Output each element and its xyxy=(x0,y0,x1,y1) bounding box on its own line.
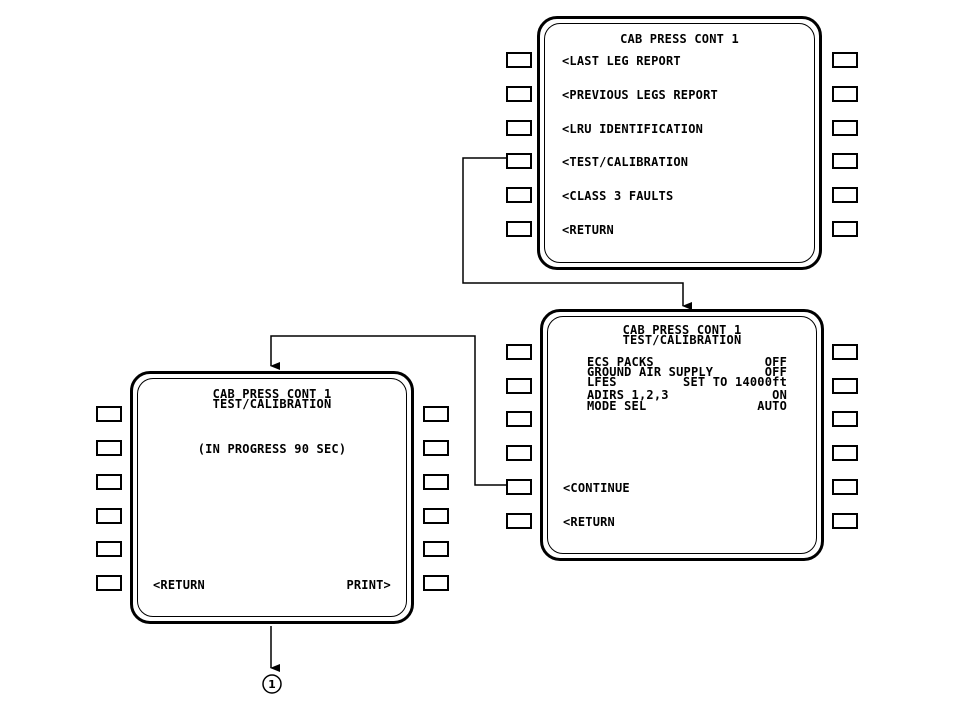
menu-item-lru-identification[interactable]: <LRU IDENTIFICATION xyxy=(562,122,704,136)
lsk-6l-return[interactable] xyxy=(96,575,122,591)
cdu-screen-test-conditions: CAB PRESS CONT 1 TEST/CALIBRATION ECS PA… xyxy=(540,309,824,561)
progress-status: (IN PROGRESS 90 SEC) xyxy=(197,442,347,456)
screen-title: CAB PRESS CONT 1 xyxy=(620,32,739,46)
arrow-continue-to-progress xyxy=(270,335,506,486)
cdu-screen-in-progress: CAB PRESS CONT 1 TEST/CALIBRATION (IN PR… xyxy=(130,371,414,624)
condition-value: SET TO 14000ft xyxy=(683,375,787,389)
print-prompt[interactable]: PRINT> xyxy=(346,578,391,592)
screen-subtitle: TEST/CALIBRATION xyxy=(212,397,332,411)
lsk-3l[interactable] xyxy=(96,474,122,490)
condition-value: ON xyxy=(772,388,787,402)
lsk-4l[interactable] xyxy=(506,445,532,461)
lsk-3l[interactable] xyxy=(506,120,532,136)
lsk-5l[interactable] xyxy=(506,187,532,203)
lsk-2l[interactable] xyxy=(506,86,532,102)
condition-label: ECS PACKS xyxy=(587,355,654,369)
cdu-screen-menu: CAB PRESS CONT 1 <LAST LEG REPORT <PREVI… xyxy=(537,16,822,270)
lsk-1r[interactable] xyxy=(832,52,858,68)
arrow-test-to-calibration xyxy=(462,157,692,310)
condition-value: AUTO xyxy=(757,399,787,413)
condition-value: OFF xyxy=(764,355,787,369)
condition-value: OFF xyxy=(764,365,787,379)
lsk-1l[interactable] xyxy=(506,52,532,68)
lsk-4l[interactable] xyxy=(506,153,532,169)
lsk-4l[interactable] xyxy=(96,508,122,524)
menu-item-previous-legs-report[interactable]: <PREVIOUS LEGS REPORT xyxy=(562,88,718,102)
lsk-3l[interactable] xyxy=(506,411,532,427)
lsk-2r[interactable] xyxy=(832,86,858,102)
condition-label: LFES xyxy=(587,375,617,389)
return-prompt[interactable]: <RETURN xyxy=(563,515,615,529)
menu-item-class-3-faults[interactable]: <CLASS 3 FAULTS xyxy=(562,189,674,203)
condition-label: GROUND AIR SUPPLY xyxy=(587,365,714,379)
reference-number: 1 xyxy=(268,678,276,691)
lsk-1l[interactable] xyxy=(96,406,122,422)
lsk-5r[interactable] xyxy=(832,479,858,495)
lsk-6l[interactable] xyxy=(506,221,532,237)
condition-label: ADIRS 1,2,3 xyxy=(587,388,669,402)
lsk-3r[interactable] xyxy=(832,411,858,427)
lsk-3r[interactable] xyxy=(832,120,858,136)
lsk-2l[interactable] xyxy=(506,378,532,394)
return-prompt[interactable]: <RETURN xyxy=(153,578,205,592)
continue-prompt[interactable]: <CONTINUE xyxy=(563,481,630,495)
lsk-5l-continue[interactable] xyxy=(506,479,532,495)
lsk-5r[interactable] xyxy=(423,541,449,557)
reference-circle xyxy=(262,674,282,694)
lsk-1l[interactable] xyxy=(506,344,532,360)
lsk-6r[interactable] xyxy=(832,221,858,237)
lsk-6r[interactable] xyxy=(832,513,858,529)
lsk-5l[interactable] xyxy=(96,541,122,557)
lsk-6l-return[interactable] xyxy=(506,513,532,529)
lsk-1r[interactable] xyxy=(423,406,449,422)
lsk-2r[interactable] xyxy=(832,378,858,394)
menu-item-return[interactable]: <RETURN xyxy=(562,223,614,237)
lsk-3r[interactable] xyxy=(423,474,449,490)
menu-item-test-calibration[interactable]: <TEST/CALIBRATION xyxy=(562,155,689,169)
menu-item-last-leg-report[interactable]: <LAST LEG REPORT xyxy=(562,54,681,68)
lsk-2l[interactable] xyxy=(96,440,122,456)
lsk-1r[interactable] xyxy=(832,344,858,360)
lsk-5r[interactable] xyxy=(832,187,858,203)
lsk-4r[interactable] xyxy=(832,153,858,169)
screen-subtitle: TEST/CALIBRATION xyxy=(622,333,742,347)
lsk-2r[interactable] xyxy=(423,440,449,456)
lsk-6r-print[interactable] xyxy=(423,575,449,591)
lsk-4r[interactable] xyxy=(832,445,858,461)
screen-title: CAB PRESS CONT 1 xyxy=(212,387,332,401)
condition-label: MODE SEL xyxy=(587,399,647,413)
screen-title: CAB PRESS CONT 1 xyxy=(622,323,742,337)
lsk-4r[interactable] xyxy=(423,508,449,524)
